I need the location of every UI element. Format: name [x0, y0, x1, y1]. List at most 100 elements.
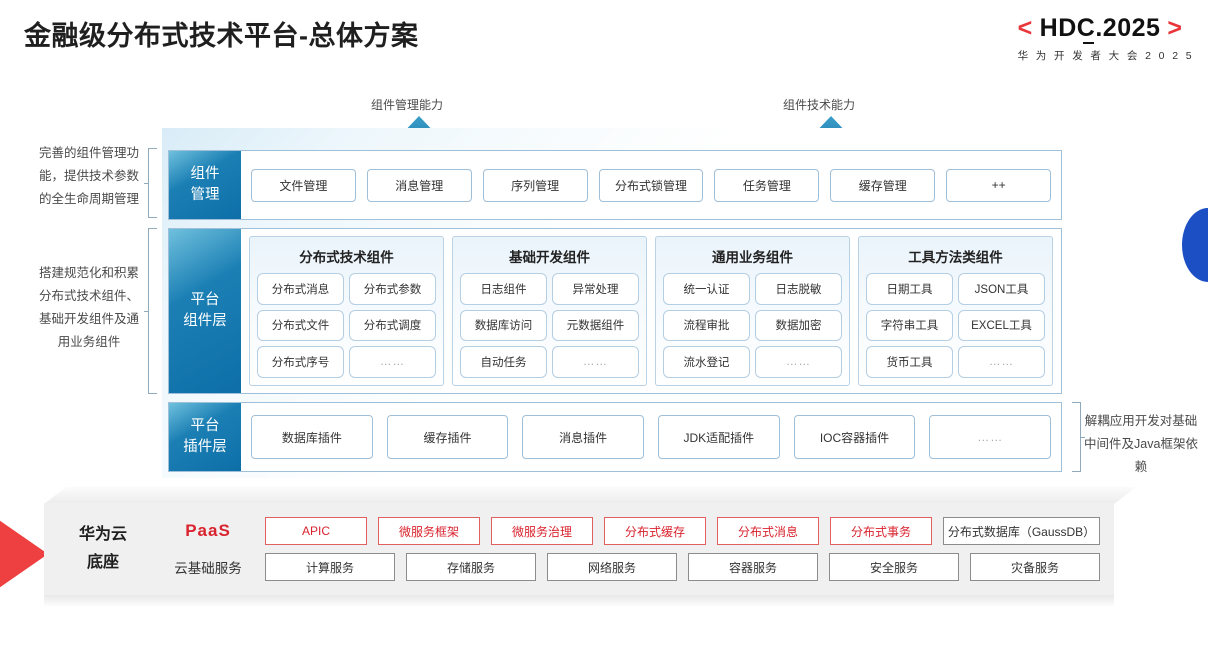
chip-plugin-ellipsis[interactable]: …… — [929, 415, 1052, 459]
group-grid: 日期工具 JSON工具 字符串工具 EXCEL工具 货币工具 …… — [866, 273, 1045, 378]
pill-security-service[interactable]: 安全服务 — [829, 553, 959, 581]
chip-task-management[interactable]: 任务管理 — [714, 168, 820, 202]
hdc-logo-subtitle: 华 为 开 发 者 大 会 2 0 2 5 — [1017, 50, 1194, 62]
base-row-infra: 云基础服务 计算服务 存储服务 网络服务 容器服务 安全服务 灾备服务 — [162, 553, 1100, 581]
group-grid: 分布式消息 分布式参数 分布式文件 分布式调度 分布式序号 …… — [257, 273, 436, 378]
cell-item[interactable]: 数据加密 — [755, 309, 842, 342]
base-panel: 华为云 底座 PaaS APIC 微服务框架 微服务治理 分布式缓存 分布式消息… — [44, 503, 1114, 595]
pill-distributed-database-gaussdb[interactable]: 分布式数据库（GaussDB） — [943, 517, 1100, 545]
group-grid: 统一认证 日志脱敏 流程审批 数据加密 流水登记 …… — [663, 273, 842, 378]
layer-tab-platform-component: 平台 组件层 — [169, 229, 241, 393]
base-shadow — [44, 595, 1114, 607]
cell-item-ellipsis[interactable]: …… — [958, 346, 1045, 378]
pill-storage-service[interactable]: 存储服务 — [406, 553, 536, 581]
group-title: 工具方法类组件 — [908, 250, 1003, 265]
brace-left-1 — [144, 148, 157, 218]
layer-tab-line-1: 平台 — [190, 417, 220, 434]
side-note-right: 解耦应用开发对基础中间件及Java框架依赖 — [1084, 414, 1198, 475]
cell-item[interactable]: 分布式调度 — [349, 309, 436, 342]
base-rows: PaaS APIC 微服务框架 微服务治理 分布式缓存 分布式消息 分布式事务 … — [162, 517, 1114, 581]
base-top-bevel — [44, 487, 1136, 504]
layer-tab-line-1: 平台 — [190, 291, 220, 308]
group-common-business: 通用业务组件 统一认证 日志脱敏 流程审批 数据加密 流水登记 …… — [655, 236, 850, 386]
chip-distributed-lock-management[interactable]: 分布式锁管理 — [598, 168, 704, 202]
chip-database-plugin[interactable]: 数据库插件 — [251, 415, 373, 459]
group-title: 分布式技术组件 — [299, 250, 394, 265]
pill-disaster-recovery-service[interactable]: 灾备服务 — [970, 553, 1100, 581]
cell-item[interactable]: 分布式序号 — [257, 346, 344, 378]
cell-item[interactable]: 统一认证 — [663, 273, 750, 305]
cell-item[interactable]: 字符串工具 — [866, 309, 953, 342]
paas-label: PaaS — [185, 521, 231, 540]
chip-cache-plugin[interactable]: 缓存插件 — [386, 415, 509, 459]
cell-item[interactable]: 自动任务 — [460, 346, 547, 378]
cell-item[interactable]: 分布式消息 — [257, 273, 344, 305]
pill-network-service[interactable]: 网络服务 — [547, 553, 677, 581]
blue-lens-decoration — [1182, 208, 1208, 282]
side-note-left-2: 搭建规范化和积累分布式技术组件、基础开发组件及通用业务组件 — [38, 266, 139, 350]
layer-body-component-management: 文件管理 消息管理 序列管理 分布式锁管理 任务管理 缓存管理 ++ — [241, 151, 1061, 219]
cell-item[interactable]: 元数据组件 — [552, 309, 639, 342]
arrow-label-management: 组件管理能力 — [371, 98, 444, 112]
group-utility-methods: 工具方法类组件 日期工具 JSON工具 字符串工具 EXCEL工具 货币工具 …… — [858, 236, 1053, 386]
cell-item-ellipsis[interactable]: …… — [552, 346, 639, 378]
pill-apic[interactable]: APIC — [265, 517, 367, 545]
group-basic-dev: 基础开发组件 日志组件 异常处理 数据库访问 元数据组件 自动任务 …… — [452, 236, 647, 386]
angle-bracket-left-icon: < — [1017, 14, 1033, 42]
chip-jdk-adapter-plugin[interactable]: JDK适配插件 — [658, 415, 780, 459]
cell-item[interactable]: 日期工具 — [866, 273, 953, 305]
cell-item-ellipsis[interactable]: …… — [755, 346, 842, 378]
cell-item[interactable]: 数据库访问 — [460, 309, 547, 342]
hdc-logo: < HDC.2025 > 华 为 开 发 者 大 会 2 0 2 5 — [1018, 14, 1194, 63]
chip-cache-management[interactable]: 缓存管理 — [830, 168, 936, 202]
layer-tab-line-2: 组件层 — [183, 313, 227, 329]
pill-distributed-transaction[interactable]: 分布式事务 — [830, 517, 932, 545]
cell-item[interactable]: 日志组件 — [460, 273, 547, 305]
angle-bracket-right-icon: > — [1167, 14, 1183, 42]
layer-component-management: 组件 管理 文件管理 消息管理 序列管理 分布式锁管理 任务管理 缓存管理 ++ — [168, 150, 1062, 220]
base-title-line-1: 华为云 — [78, 526, 127, 543]
cell-item[interactable]: 分布式文件 — [257, 309, 344, 342]
layer-tab-line-2: 插件层 — [183, 439, 227, 455]
chip-add-more[interactable]: ++ — [946, 168, 1052, 202]
pill-microservice-framework[interactable]: 微服务框架 — [378, 517, 480, 545]
chip-file-management[interactable]: 文件管理 — [251, 168, 356, 202]
architecture-stack: 组件 管理 文件管理 消息管理 序列管理 分布式锁管理 任务管理 缓存管理 ++… — [162, 128, 1068, 478]
chip-message-management[interactable]: 消息管理 — [366, 168, 472, 202]
cell-item[interactable]: 异常处理 — [552, 273, 639, 305]
pill-microservice-governance[interactable]: 微服务治理 — [491, 517, 593, 545]
pill-compute-service[interactable]: 计算服务 — [265, 553, 395, 581]
layer-tab-platform-plugin: 平台 插件层 — [169, 403, 241, 471]
page-title: 金融级分布式技术平台-总体方案 — [24, 21, 419, 51]
group-grid: 日志组件 异常处理 数据库访问 元数据组件 自动任务 …… — [460, 273, 639, 378]
pill-distributed-message[interactable]: 分布式消息 — [717, 517, 819, 545]
cell-item[interactable]: 货币工具 — [866, 346, 953, 378]
pill-distributed-cache[interactable]: 分布式缓存 — [604, 517, 706, 545]
base-title: 华为云 底座 — [44, 521, 162, 577]
arrow-label-technology: 组件技术能力 — [783, 98, 856, 112]
layer-body-platform-plugin: 数据库插件 缓存插件 消息插件 JDK适配插件 IOC容器插件 …… — [241, 403, 1061, 471]
cell-item[interactable]: 日志脱敏 — [755, 273, 842, 305]
cell-item-ellipsis[interactable]: …… — [349, 346, 436, 378]
chip-ioc-container-plugin[interactable]: IOC容器插件 — [793, 415, 916, 459]
cell-item[interactable]: 分布式参数 — [349, 273, 436, 305]
chip-message-plugin[interactable]: 消息插件 — [522, 415, 645, 459]
hdc-logo-main: < HDC.2025 > — [1018, 14, 1194, 43]
base-row-paas: PaaS APIC 微服务框架 微服务治理 分布式缓存 分布式消息 分布式事务 … — [162, 517, 1100, 545]
cell-item[interactable]: JSON工具 — [958, 273, 1045, 305]
layer-platform-plugin: 平台 插件层 数据库插件 缓存插件 消息插件 JDK适配插件 IOC容器插件 …… — [168, 402, 1062, 472]
group-title: 通用业务组件 — [712, 250, 793, 265]
group-distributed-tech: 分布式技术组件 分布式消息 分布式参数 分布式文件 分布式调度 分布式序号 …… — [249, 236, 444, 386]
brace-left-2 — [144, 228, 157, 394]
pill-container-service[interactable]: 容器服务 — [688, 553, 818, 581]
layer-body-platform-component: 分布式技术组件 分布式消息 分布式参数 分布式文件 分布式调度 分布式序号 ……… — [241, 229, 1061, 393]
layer-tab-component-management: 组件 管理 — [169, 151, 241, 219]
cell-item[interactable]: 流水登记 — [663, 346, 750, 378]
layer-tab-line-2: 管理 — [190, 187, 220, 203]
cell-item[interactable]: EXCEL工具 — [958, 309, 1045, 342]
chip-sequence-management[interactable]: 序列管理 — [482, 168, 588, 202]
cell-item[interactable]: 流程审批 — [663, 309, 750, 342]
layer-tab-line-1: 组件 — [190, 165, 220, 182]
red-wedge-decoration — [0, 500, 48, 608]
side-note-left-1: 完善的组件管理功能，提供技术参数的全生命周期管理 — [38, 146, 139, 207]
